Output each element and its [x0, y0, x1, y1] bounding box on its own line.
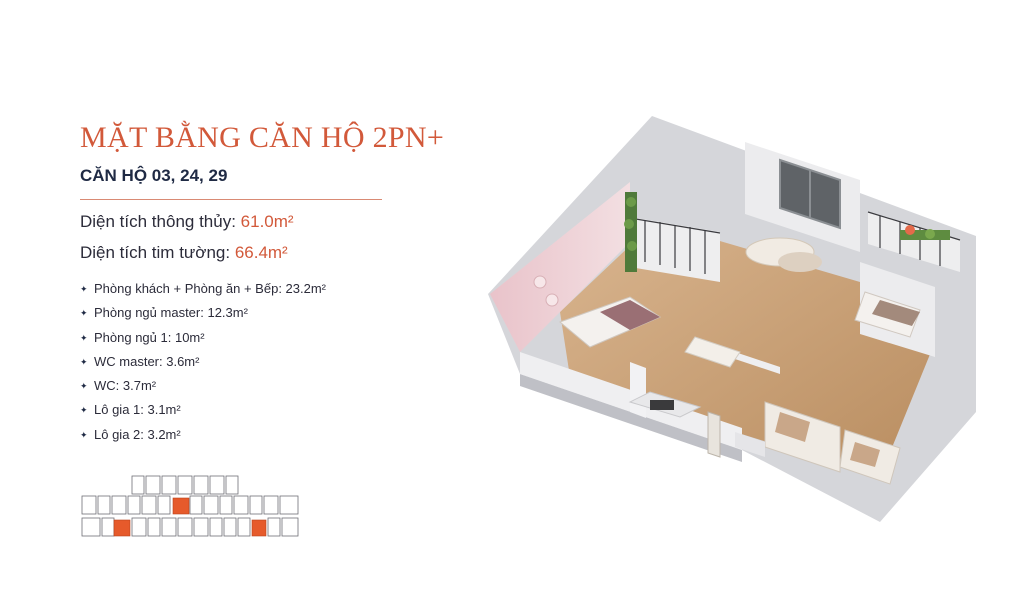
- room-area-list: ✦ Phòng khách + Phòng ăn + Bếp: 23.2m² ✦ P…: [80, 277, 326, 447]
- list-item: ✦ WC: 3.7m²: [80, 374, 326, 398]
- list-item: ✦ Phòng khách + Phòng ăn + Bếp: 23.2m²: [80, 277, 326, 301]
- gross-area-label: Diện tích tim tường:: [80, 243, 235, 262]
- list-item: ✦ Lô gia 2: 3.2m²: [80, 423, 326, 447]
- page-title: MẶT BẰNG CĂN HỘ 2PN+: [80, 121, 445, 154]
- sparkle-bullet-icon: ✦: [80, 429, 88, 440]
- room-area-text: WC master: 3.6m²: [94, 353, 200, 369]
- room-area-text: Phòng ngủ master: 12.3m²: [94, 305, 248, 321]
- sparkle-bullet-icon: ✦: [80, 332, 88, 343]
- list-item: ✦ Lô gia 1: 3.1m²: [80, 398, 326, 422]
- highlight-unit-29: [251, 519, 267, 537]
- unit-numbers: CĂN HỘ 03, 24, 29: [80, 166, 228, 185]
- sparkle-bullet-icon: ✦: [80, 284, 88, 294]
- list-item: ✦ Phòng ngủ 1: 10m²: [80, 326, 326, 350]
- sparkle-bullet-icon: ✦: [80, 356, 88, 367]
- building-key-plan: [81, 475, 299, 537]
- highlight-unit-03: [113, 519, 131, 537]
- room-area-text: Lô gia 1: 3.1m²: [94, 402, 181, 418]
- gross-area-row: Diện tích tim tường: 66.4m²: [80, 241, 288, 265]
- highlight-unit-24: [172, 497, 190, 515]
- net-area-value: 61.0m²: [240, 212, 294, 231]
- list-item: ✦ Phòng ngủ master: 12.3m²: [80, 301, 326, 325]
- green-wall-plants: [625, 192, 637, 272]
- title-divider: [80, 199, 382, 200]
- room-area-text: Phòng khách + Phòng ăn + Bếp: 23.2m²: [94, 281, 327, 296]
- room-area-text: Phòng ngủ 1: 10m²: [94, 329, 205, 345]
- bedroom-wall: [490, 182, 630, 352]
- gross-area-value: 66.4m²: [234, 243, 288, 262]
- isometric-floor-plan: [488, 116, 976, 522]
- sparkle-bullet-icon: ✦: [80, 381, 88, 392]
- net-area-label: Diện tích thông thủy:: [80, 212, 241, 231]
- room-area-text: Lô gia 2: 3.2m²: [94, 426, 181, 442]
- list-item: ✦ WC master: 3.6m²: [80, 350, 326, 374]
- net-area-row: Diện tích thông thủy: 61.0m²: [80, 210, 294, 234]
- sparkle-bullet-icon: ✦: [80, 308, 88, 319]
- sparkle-bullet-icon: ✦: [80, 405, 88, 416]
- room-area-text: WC: 3.7m²: [94, 378, 157, 394]
